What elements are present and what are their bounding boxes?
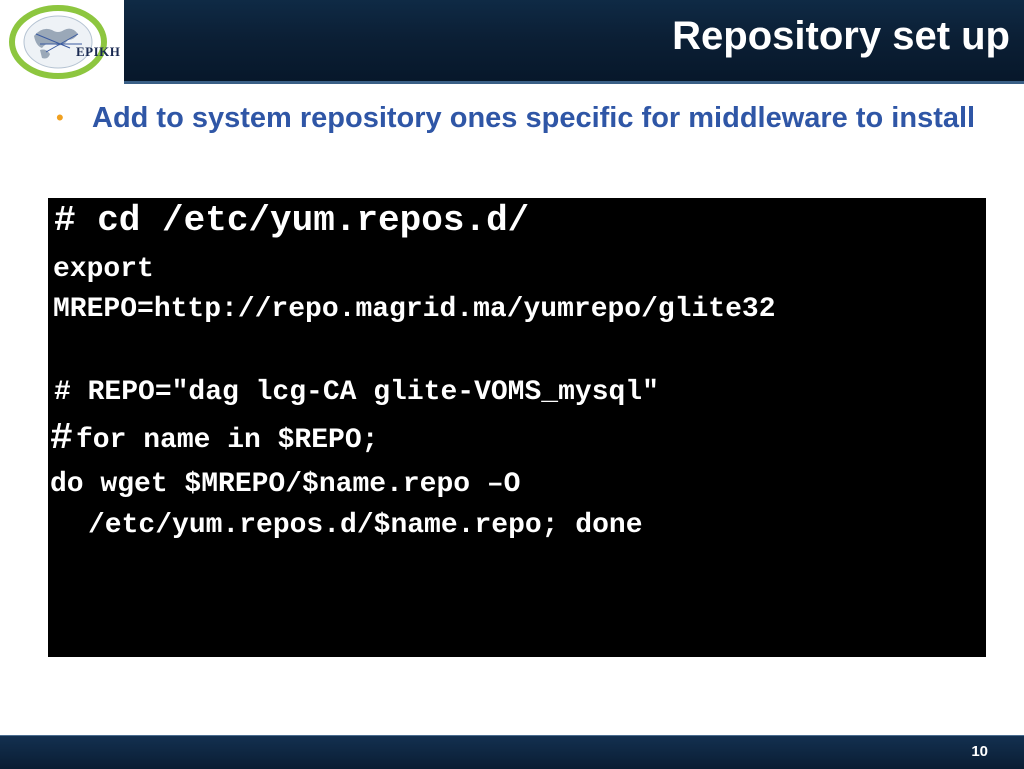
code-line-mrepo: MREPO=http://repo.magrid.ma/yumrepo/glit… [53, 294, 776, 325]
code-block: # cd /etc/yum.repos.d/ export MREPO=http… [48, 198, 986, 657]
bullet-item: • Add to system repository ones specific… [56, 98, 996, 138]
slide-title: Repository set up [672, 14, 1010, 58]
code-line-repo: # REPO="dag lcg-CA glite-VOMS_mysql" [54, 377, 659, 408]
code-line-wget: do wget $MREPO/$name.repo –O [50, 469, 521, 500]
globe-logo-icon [9, 5, 107, 79]
epikh-logo: EPIKH [0, 0, 124, 84]
code-line-done: /etc/yum.repos.d/$name.repo; done [88, 510, 643, 541]
bullet-dot-icon: • [56, 105, 64, 130]
logo-text: EPIKH [76, 44, 121, 59]
code-line-export: export [53, 254, 154, 285]
slide-footer [0, 735, 1024, 769]
code-line-hash: # [50, 417, 73, 460]
bullet-text: Add to system repository ones specific f… [92, 102, 976, 134]
slide-header [0, 0, 1024, 84]
header-divider [124, 81, 1024, 84]
code-line-cd: # cd /etc/yum.repos.d/ [54, 200, 530, 241]
page-number: 10 [971, 743, 988, 760]
code-line-for: for name in $REPO; [76, 425, 379, 456]
